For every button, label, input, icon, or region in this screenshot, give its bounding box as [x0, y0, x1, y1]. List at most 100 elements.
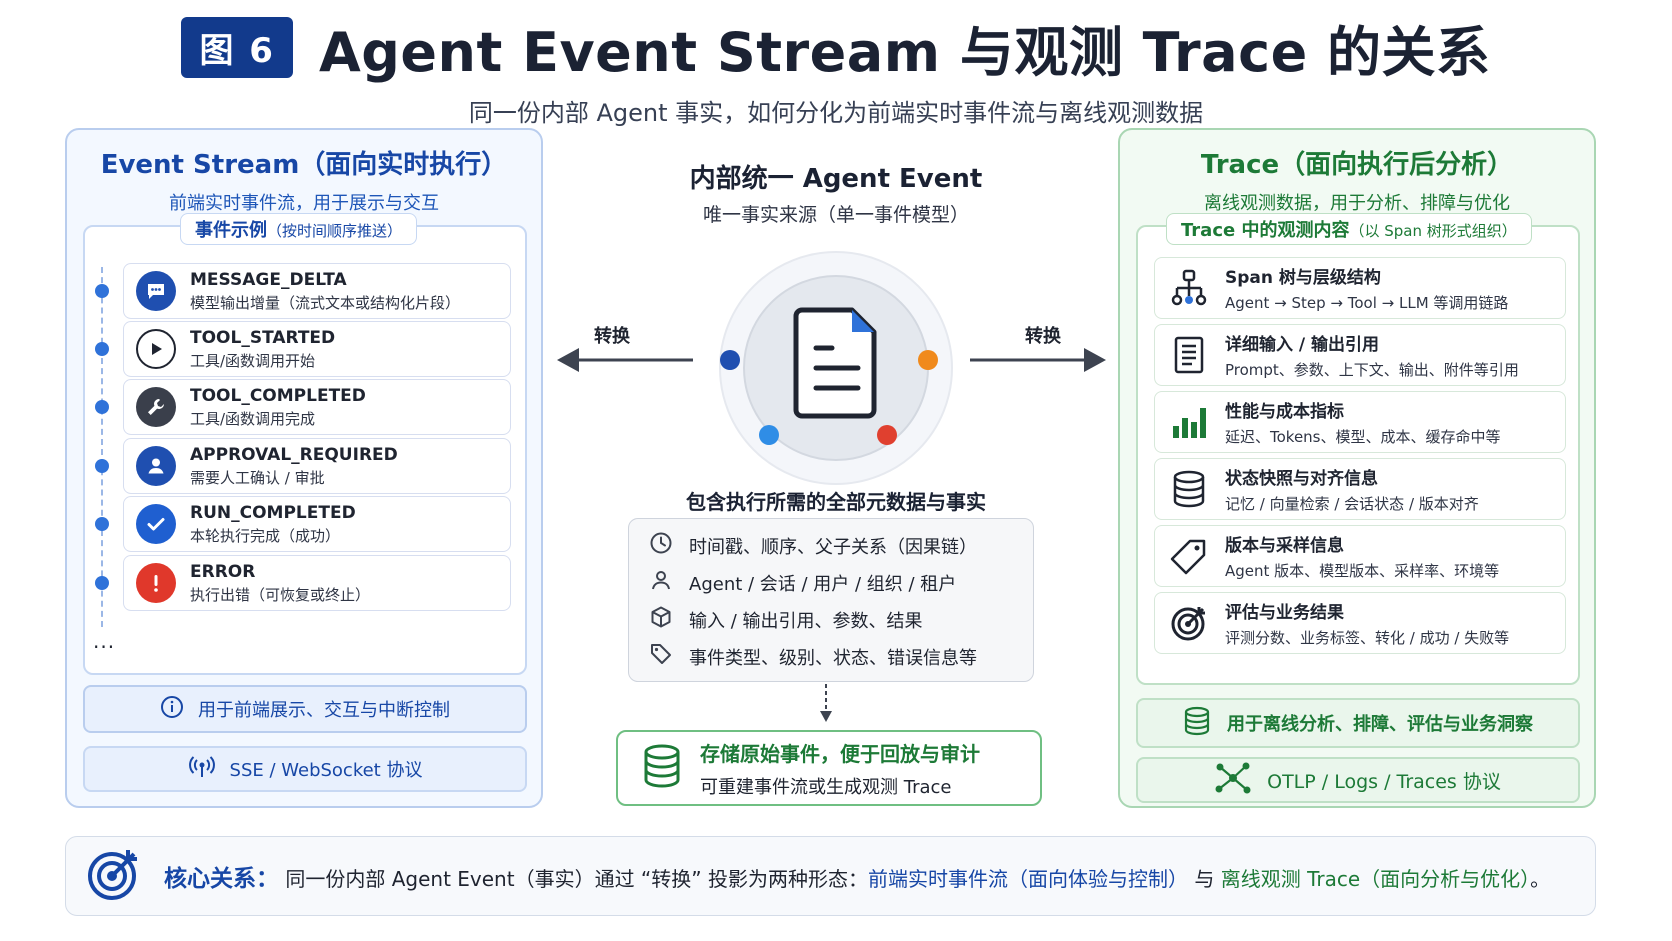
event-name: APPROVAL_REQUIRED [190, 444, 398, 465]
event-timeline [101, 267, 103, 627]
left-arrow [557, 348, 693, 372]
broadcast-icon [188, 755, 216, 784]
down-arrow [820, 684, 832, 722]
tree-icon [1167, 266, 1211, 310]
core-relationship-key: 核心关系： [164, 866, 279, 892]
event-desc: 工具/函数调用完成 [190, 409, 316, 428]
event-message-delta: MESSAGE_DELTA 模型输出增量（流式文本或结构化片段） [123, 263, 511, 319]
event-examples-label: 事件示例（按时间顺序推送） [180, 213, 418, 245]
offline-usage-box: 用于离线分析、排障、评估与业务洞察 [1136, 698, 1580, 748]
store-desc: 可重建事件流或生成观测 Trace [700, 776, 952, 798]
frontend-highlight: 前端实时事件流（面向体验与控制） [868, 867, 1189, 891]
contains-title: 包含执行所需的全部元数据与事实 [686, 490, 986, 514]
event-tool-started: TOOL_STARTED 工具/函数调用开始 [123, 321, 511, 377]
unified-event-title: 内部统一 Agent Event [689, 164, 983, 194]
document-icon [1167, 333, 1211, 377]
trace-item-name: 性能与成本指标 [1225, 402, 1344, 422]
figure-subtitle: 同一份内部 Agent 事实，如何分化为前端实时事件流与离线观测数据 [468, 99, 1204, 127]
trace-item-desc: 延迟、Tokens、模型、成本、缓存命中等 [1225, 428, 1501, 446]
trace-item-desc: 评测分数、业务标签、转化 / 成功 / 失败等 [1225, 629, 1510, 647]
target-icon [1167, 601, 1211, 645]
person-icon [649, 568, 673, 597]
info-icon [160, 695, 184, 724]
timeline-dot [95, 576, 109, 590]
database-icon [642, 744, 682, 792]
figure-badge: 图 6 [181, 17, 293, 78]
trace-item-state-snapshot: 状态快照与对齐信息 记忆 / 向量检索 / 会话状态 / 版本对齐 [1154, 458, 1566, 520]
trace-contents-label: Trace 中的观测内容（以 Span 树形式组织） [1166, 213, 1532, 245]
trace-title: Trace（面向执行后分析） [1200, 150, 1514, 180]
event-desc: 需要人工确认 / 审批 [190, 468, 325, 487]
trace-item-name: Span 树与层级结构 [1225, 268, 1381, 288]
right-arrow [970, 348, 1106, 372]
trace-protocol-box: OTLP / Logs / Traces 协议 [1136, 757, 1580, 803]
cube-icon [649, 605, 673, 634]
event-desc: 执行出错（可恢复或终止） [190, 585, 371, 604]
trace-item-desc: Agent → Step → Tool → LLM 等调用链路 [1225, 294, 1509, 312]
event-desc: 模型输出增量（流式文本或结构化片段） [190, 293, 461, 312]
timeline-dot [95, 517, 109, 531]
right-arrow-label: 转换 [1025, 326, 1061, 347]
event-run-completed: RUN_COMPLETED 本轮执行完成（成功） [123, 496, 511, 552]
trace-panel: Trace（面向执行后分析） 离线观测数据，用于分析、排障与优化 Trace 中… [1118, 128, 1596, 808]
database-icon [1183, 706, 1211, 741]
event-stream-subtitle: 前端实时事件流，用于展示与交互 [169, 193, 439, 214]
trace-highlight: 离线观测 Trace（面向分析与优化） [1220, 867, 1531, 891]
trace-item-name: 状态快照与对齐信息 [1225, 469, 1378, 489]
fact-item: Agent / 会话 / 用户 / 组织 / 租户 [649, 564, 1033, 601]
play-icon [136, 329, 176, 369]
trace-item-io-refs: 详细输入 / 输出引用 Prompt、参数、上下文、输出、附件等引用 [1154, 324, 1566, 386]
chat-icon [136, 271, 176, 311]
unified-event-subtitle: 唯一事实来源（单一事件模型） [702, 204, 969, 226]
fact-item: 时间戳、顺序、父子关系（因果链） [649, 527, 1033, 564]
offline-usage-text: 用于离线分析、排障、评估与业务洞察 [1227, 714, 1533, 735]
trace-contents-box: Trace 中的观测内容（以 Span 树形式组织） Span 树与层级结构 A… [1136, 213, 1580, 685]
trace-item-desc: Prompt、参数、上下文、输出、附件等引用 [1225, 361, 1519, 379]
trace-item-name: 版本与采样信息 [1225, 536, 1344, 556]
timeline-dot [95, 459, 109, 473]
database-icon [1167, 467, 1211, 511]
timeline-dot [95, 342, 109, 356]
figure-header: 图 6 Agent Event Stream 与观测 Trace 的关系 同一份… [0, 8, 1672, 128]
user-icon [136, 446, 176, 486]
error-icon [136, 563, 176, 603]
fact-item: 事件类型、级别、状态、错误信息等 [649, 638, 1033, 675]
event-name: TOOL_COMPLETED [190, 385, 366, 406]
raw-event-store: 存储原始事件，便于回放与审计 可重建事件流或生成观测 Trace [616, 730, 1042, 806]
event-desc: 工具/函数调用开始 [190, 351, 316, 370]
trace-item-name: 详细输入 / 输出引用 [1225, 335, 1380, 355]
fact-item: 输入 / 输出引用、参数、结果 [649, 601, 1033, 638]
trace-item-desc: Agent 版本、模型版本、采样率、环境等 [1225, 562, 1500, 580]
store-title: 存储原始事件，便于回放与审计 [700, 741, 980, 766]
trace-item-evaluation: 评估与业务结果 评测分数、业务标签、转化 / 成功 / 失败等 [1154, 592, 1566, 654]
wrench-icon [136, 387, 176, 427]
event-stream-title: Event Stream（面向实时执行） [100, 150, 508, 180]
trace-subtitle: 离线观测数据，用于分析、排障与优化 [1204, 193, 1510, 214]
event-approval-required: APPROVAL_REQUIRED 需要人工确认 / 审批 [123, 438, 511, 494]
event-desc: 本轮执行完成（成功） [190, 526, 341, 545]
timeline-ellipsis: ... [93, 629, 116, 653]
core-relationship-bar: 核心关系： 同一份内部 Agent Event（事实）通过 “转换” 投影为两种… [65, 836, 1596, 916]
stream-protocol-text: SSE / WebSocket 协议 [229, 760, 423, 781]
event-name: TOOL_STARTED [190, 327, 336, 348]
trace-item-desc: 记忆 / 向量检索 / 会话状态 / 版本对齐 [1225, 495, 1479, 513]
trace-item-span-tree: Span 树与层级结构 Agent → Step → Tool → LLM 等调… [1154, 257, 1566, 319]
target-icon [86, 846, 142, 906]
frontend-usage-text: 用于前端展示、交互与中断控制 [198, 700, 450, 721]
timeline-dot [95, 284, 109, 298]
event-name: ERROR [190, 561, 256, 582]
trace-protocol-text: OTLP / Logs / Traces 协议 [1267, 770, 1501, 793]
event-name: RUN_COMPLETED [190, 502, 356, 523]
event-name: MESSAGE_DELTA [190, 269, 347, 290]
left-arrow-label: 转换 [594, 326, 630, 347]
event-examples-box: 事件示例（按时间顺序推送） ... MESSAGE_DELTA 模型输出增量（流… [83, 213, 527, 675]
check-icon [136, 504, 176, 544]
trace-item-perf-cost: 性能与成本指标 延迟、Tokens、模型、成本、缓存命中等 [1154, 391, 1566, 453]
figure-title: Agent Event Stream 与观测 Trace 的关系 [318, 21, 1491, 84]
event-tool-completed: TOOL_COMPLETED 工具/函数调用完成 [123, 379, 511, 435]
event-error: ERROR 执行出错（可恢复或终止） [123, 555, 511, 611]
trace-item-version-sampling: 版本与采样信息 Agent 版本、模型版本、采样率、环境等 [1154, 525, 1566, 587]
trace-item-name: 评估与业务结果 [1225, 603, 1344, 623]
stream-protocol-box: SSE / WebSocket 协议 [83, 746, 527, 792]
event-stream-panel: Event Stream（面向实时执行） 前端实时事件流，用于展示与交互 事件示… [65, 128, 543, 808]
